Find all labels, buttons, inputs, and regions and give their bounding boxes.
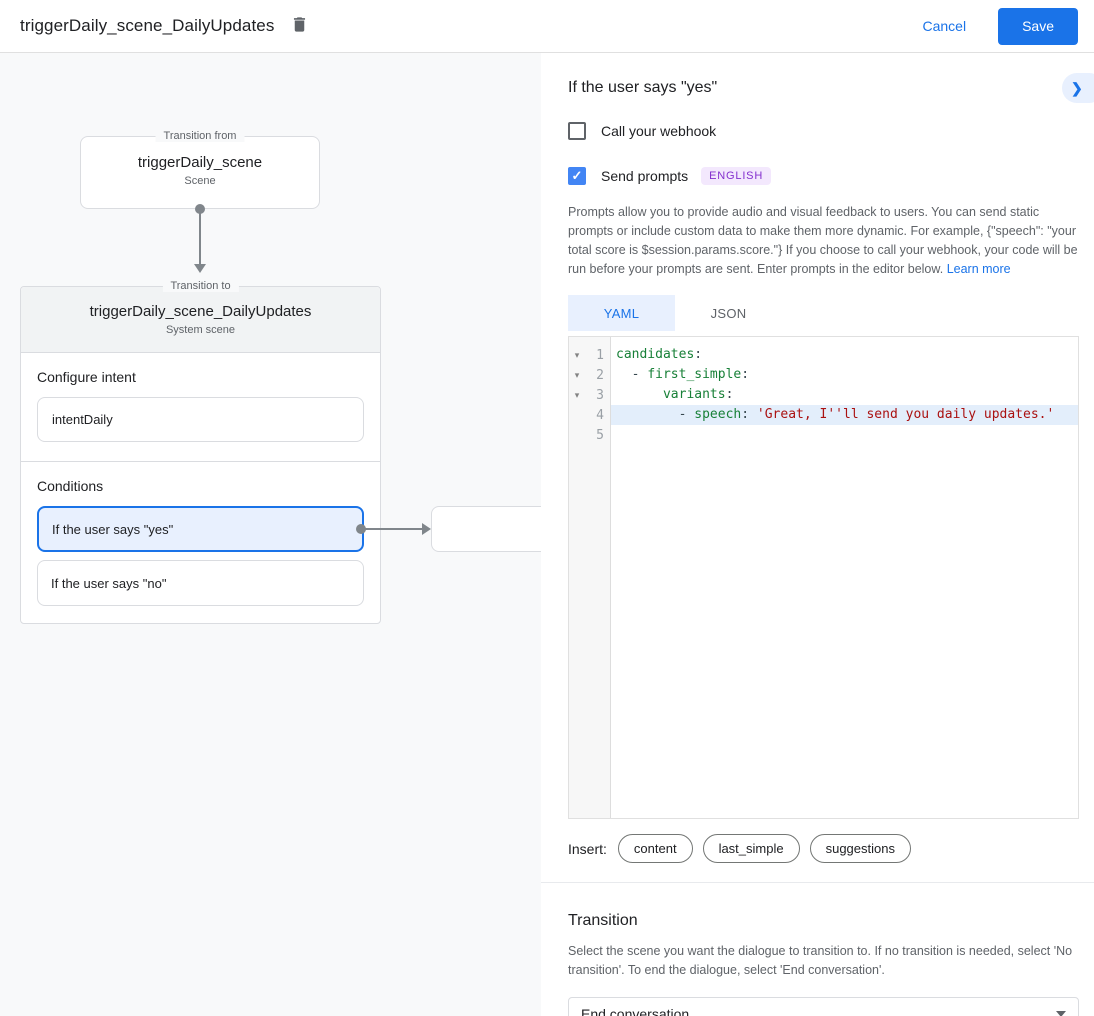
insert-label: Insert: [568, 840, 607, 857]
tab-yaml[interactable]: YAML [568, 295, 675, 331]
condition-item-no[interactable]: If the user says "no" [37, 560, 364, 606]
fold-arrow-icon[interactable]: ▾ [574, 349, 580, 360]
dropdown-caret-icon [1056, 1011, 1066, 1016]
transition-from-box[interactable]: Transition from triggerDaily_scene Scene [80, 130, 320, 209]
editor-code[interactable]: candidates: - first_simple: variants: - … [611, 337, 1078, 818]
condition-detail-panel: If the user says "yes" ❯ Call your webho… [541, 53, 1094, 1016]
line-number: 2 [596, 367, 604, 383]
from-scene-type: Scene [184, 175, 216, 187]
configure-intent-section: Configure intent intentDaily [21, 353, 380, 461]
tab-json[interactable]: JSON [710, 305, 747, 321]
conditions-heading: Conditions [37, 478, 104, 494]
line-number: 1 [596, 347, 604, 363]
connector-line [361, 528, 423, 530]
transition-target-box[interactable] [431, 506, 541, 552]
arrow-down-icon [194, 264, 206, 273]
insert-row: Insert: content last_simple suggestions [568, 834, 1080, 863]
code-token-plain: - [616, 407, 695, 422]
gutter-row[interactable]: ▾2 [569, 365, 610, 385]
conditions-section: Conditions If the user says "yes" If the… [21, 461, 380, 625]
code-token-plain: : [741, 367, 750, 382]
code-line[interactable]: - first_simple: [611, 365, 1078, 385]
code-token-plain: - [616, 367, 648, 382]
prompts-description-text: Prompts allow you to provide audio and v… [568, 205, 1078, 276]
main-area: Transition from triggerDaily_scene Scene… [0, 53, 1094, 1016]
gutter-row[interactable]: ▾1 [569, 345, 610, 365]
transition-section: Transition Select the scene you want the… [568, 883, 1080, 1016]
from-scene-name: triggerDaily_scene [137, 154, 263, 171]
line-number: 3 [596, 387, 604, 403]
insert-chip-last-simple[interactable]: last_simple [702, 834, 800, 863]
panel-title: If the user says "yes" [568, 79, 718, 96]
code-token-string: 'Great, I''ll send you daily updates.' [756, 407, 1055, 422]
checkmark-icon: ✓ [571, 168, 583, 183]
send-prompts-label: Send prompts [601, 168, 689, 184]
gutter-row: 5 [569, 425, 610, 445]
fold-arrow-icon[interactable]: ▾ [574, 389, 580, 400]
panel-title-row: If the user says "yes" ❯ [568, 73, 1094, 103]
send-prompts-checkbox[interactable]: ✓ [568, 167, 586, 185]
insert-chip-content[interactable]: content [617, 834, 693, 863]
code-token-plain: : [694, 347, 703, 362]
transition-from-legend: Transition from [155, 130, 245, 142]
configure-intent-heading: Configure intent [37, 369, 136, 385]
conditions-list: If the user says "yes" If the user says … [37, 506, 364, 606]
connector-line [199, 209, 201, 264]
webhook-label: Call your webhook [601, 123, 717, 139]
flow-canvas: Transition from triggerDaily_scene Scene… [0, 53, 541, 1016]
delete-scene-button[interactable] [290, 14, 309, 38]
code-token-plain [616, 387, 663, 402]
gutter-row: 4 [569, 405, 610, 425]
code-token-plain: : [725, 387, 734, 402]
line-number: 4 [596, 407, 604, 423]
insert-chip-suggestions[interactable]: suggestions [809, 834, 911, 863]
webhook-checkbox[interactable] [568, 122, 586, 140]
code-token-key: first_simple [647, 367, 742, 382]
code-line[interactable]: candidates: [611, 345, 1078, 365]
transition-heading: Transition [568, 912, 638, 929]
transition-select[interactable]: End conversation [568, 997, 1079, 1016]
code-token-key: candidates [616, 347, 695, 362]
chevron-right-icon: ❯ [1071, 79, 1083, 96]
intent-item[interactable]: intentDaily [37, 397, 364, 442]
code-token-plain: : [741, 407, 757, 422]
trash-icon [290, 14, 309, 38]
code-line[interactable]: variants: [611, 385, 1078, 405]
prompts-description: Prompts allow you to provide audio and v… [568, 203, 1080, 279]
webhook-row: Call your webhook [568, 122, 1080, 140]
condition-item-yes[interactable]: If the user says "yes" [37, 506, 364, 552]
transition-to-legend: Transition to [162, 280, 239, 292]
save-button[interactable]: Save [998, 7, 1078, 45]
to-scene-type: System scene [165, 324, 236, 336]
transition-selected-value: End conversation [581, 1006, 690, 1016]
gutter-row[interactable]: ▾3 [569, 385, 610, 405]
fold-arrow-icon[interactable]: ▾ [574, 369, 580, 380]
line-number: 5 [596, 427, 604, 443]
to-scene-name: triggerDaily_scene_DailyUpdates [89, 303, 312, 320]
code-token-key: speech [694, 407, 742, 422]
collapse-panel-button[interactable]: ❯ [1062, 73, 1094, 103]
page-title: triggerDaily_scene_DailyUpdates [20, 16, 275, 35]
code-token-key: variants [662, 387, 726, 402]
transition-to-card: Transition to triggerDaily_scene_DailyUp… [20, 280, 381, 625]
arrow-right-icon [422, 523, 431, 535]
to-scene-header[interactable]: triggerDaily_scene_DailyUpdates System s… [21, 287, 380, 353]
language-badge: ENGLISH [701, 167, 772, 185]
learn-more-link[interactable]: Learn more [946, 262, 1011, 276]
cancel-button[interactable]: Cancel [906, 10, 982, 42]
send-prompts-row: ✓ Send prompts ENGLISH [568, 167, 1080, 185]
editor-format-tabs: YAML JSON [568, 295, 1080, 331]
section-divider [541, 882, 1094, 883]
transition-description: Select the scene you want the dialogue t… [568, 944, 1073, 977]
top-bar: triggerDaily_scene_DailyUpdates Cancel S… [0, 0, 1094, 53]
code-line[interactable] [611, 425, 1078, 445]
code-line[interactable]: - speech: 'Great, I''ll send you daily u… [611, 405, 1078, 425]
